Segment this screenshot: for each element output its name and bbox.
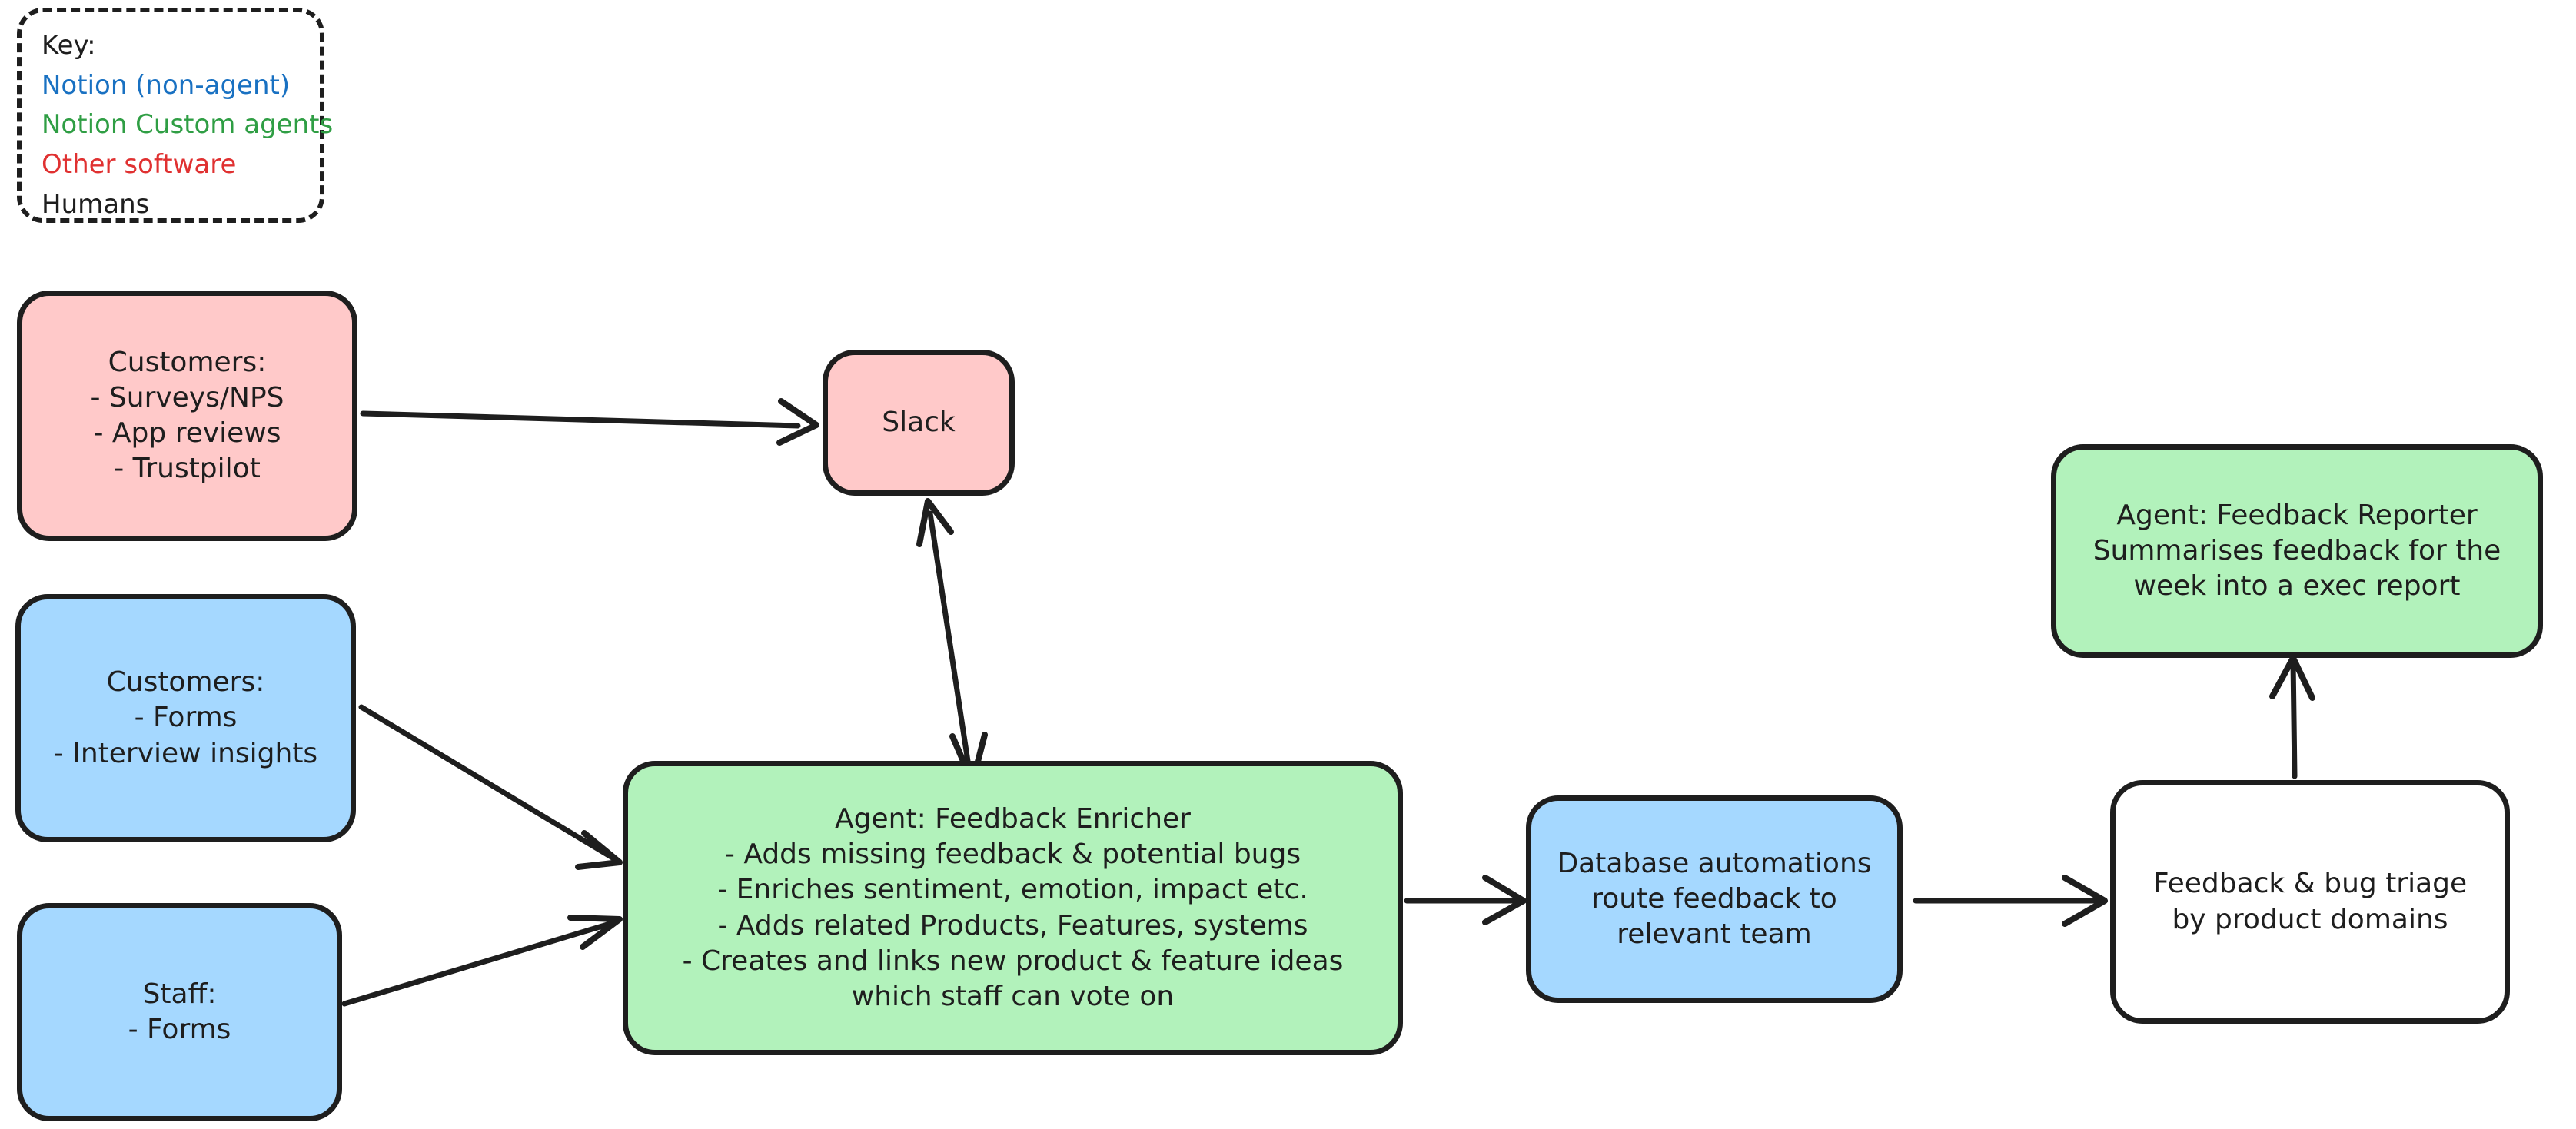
- node-feedback-reporter-label: Agent: Feedback Reporter Summarises feed…: [2092, 499, 2501, 603]
- edge-staff-forms-to-feedback-enricher: [341, 915, 623, 1007]
- node-feedback-enricher[interactable]: Agent: Feedback Enricher - Adds missing …: [623, 761, 1403, 1055]
- node-triage[interactable]: Feedback & bug triage by product domains: [2110, 780, 2510, 1024]
- node-feedback-reporter[interactable]: Agent: Feedback Reporter Summarises feed…: [2051, 444, 2543, 658]
- legend-item-other-software: Other software: [42, 149, 237, 181]
- edge-customers-forms-to-feedback-enricher: [358, 704, 623, 870]
- legend-key-box: Key: Notion (non-agent) Notion Custom ag…: [17, 8, 334, 223]
- node-customers-surveys-label: Customers: - Surveys/NPS - App reviews -…: [90, 346, 284, 485]
- node-triage-label: Feedback & bug triage by product domains: [2152, 868, 2468, 935]
- edge-slack-feedback-enricher-bidirectional: [916, 498, 988, 785]
- node-customers-surveys[interactable]: Customers: - Surveys/NPS - App reviews -…: [17, 291, 357, 541]
- node-slack[interactable]: Slack: [823, 350, 1015, 496]
- edge-triage-to-feedback-reporter: [2269, 655, 2315, 779]
- legend-item-humans: Humans: [42, 188, 150, 220]
- node-customers-forms[interactable]: Customers: - Forms - Interview insights: [15, 594, 356, 842]
- node-customers-forms-label: Customers: - Forms - Interview insights: [53, 666, 318, 769]
- edge-database-automations-to-triage: [1913, 875, 2108, 927]
- node-database-automations[interactable]: Database automations route feedback to r…: [1526, 795, 1903, 1003]
- legend-item-notion-custom-agents: Notion Custom agents: [42, 109, 334, 141]
- node-feedback-enricher-label: Agent: Feedback Enricher - Adds missing …: [682, 803, 1344, 1012]
- node-database-automations-label: Database automations route feedback to r…: [1557, 847, 1872, 951]
- node-slack-label: Slack: [882, 406, 956, 438]
- legend-title: Key:: [42, 30, 96, 61]
- node-staff-forms[interactable]: Staff: - Forms: [17, 903, 342, 1121]
- edge-customers-surveys-to-slack: [360, 398, 819, 446]
- node-staff-forms-label: Staff: - Forms: [128, 978, 231, 1045]
- edge-feedback-enricher-to-database-automations: [1404, 875, 1527, 925]
- legend-item-notion-non-agent: Notion (non-agent): [42, 69, 291, 101]
